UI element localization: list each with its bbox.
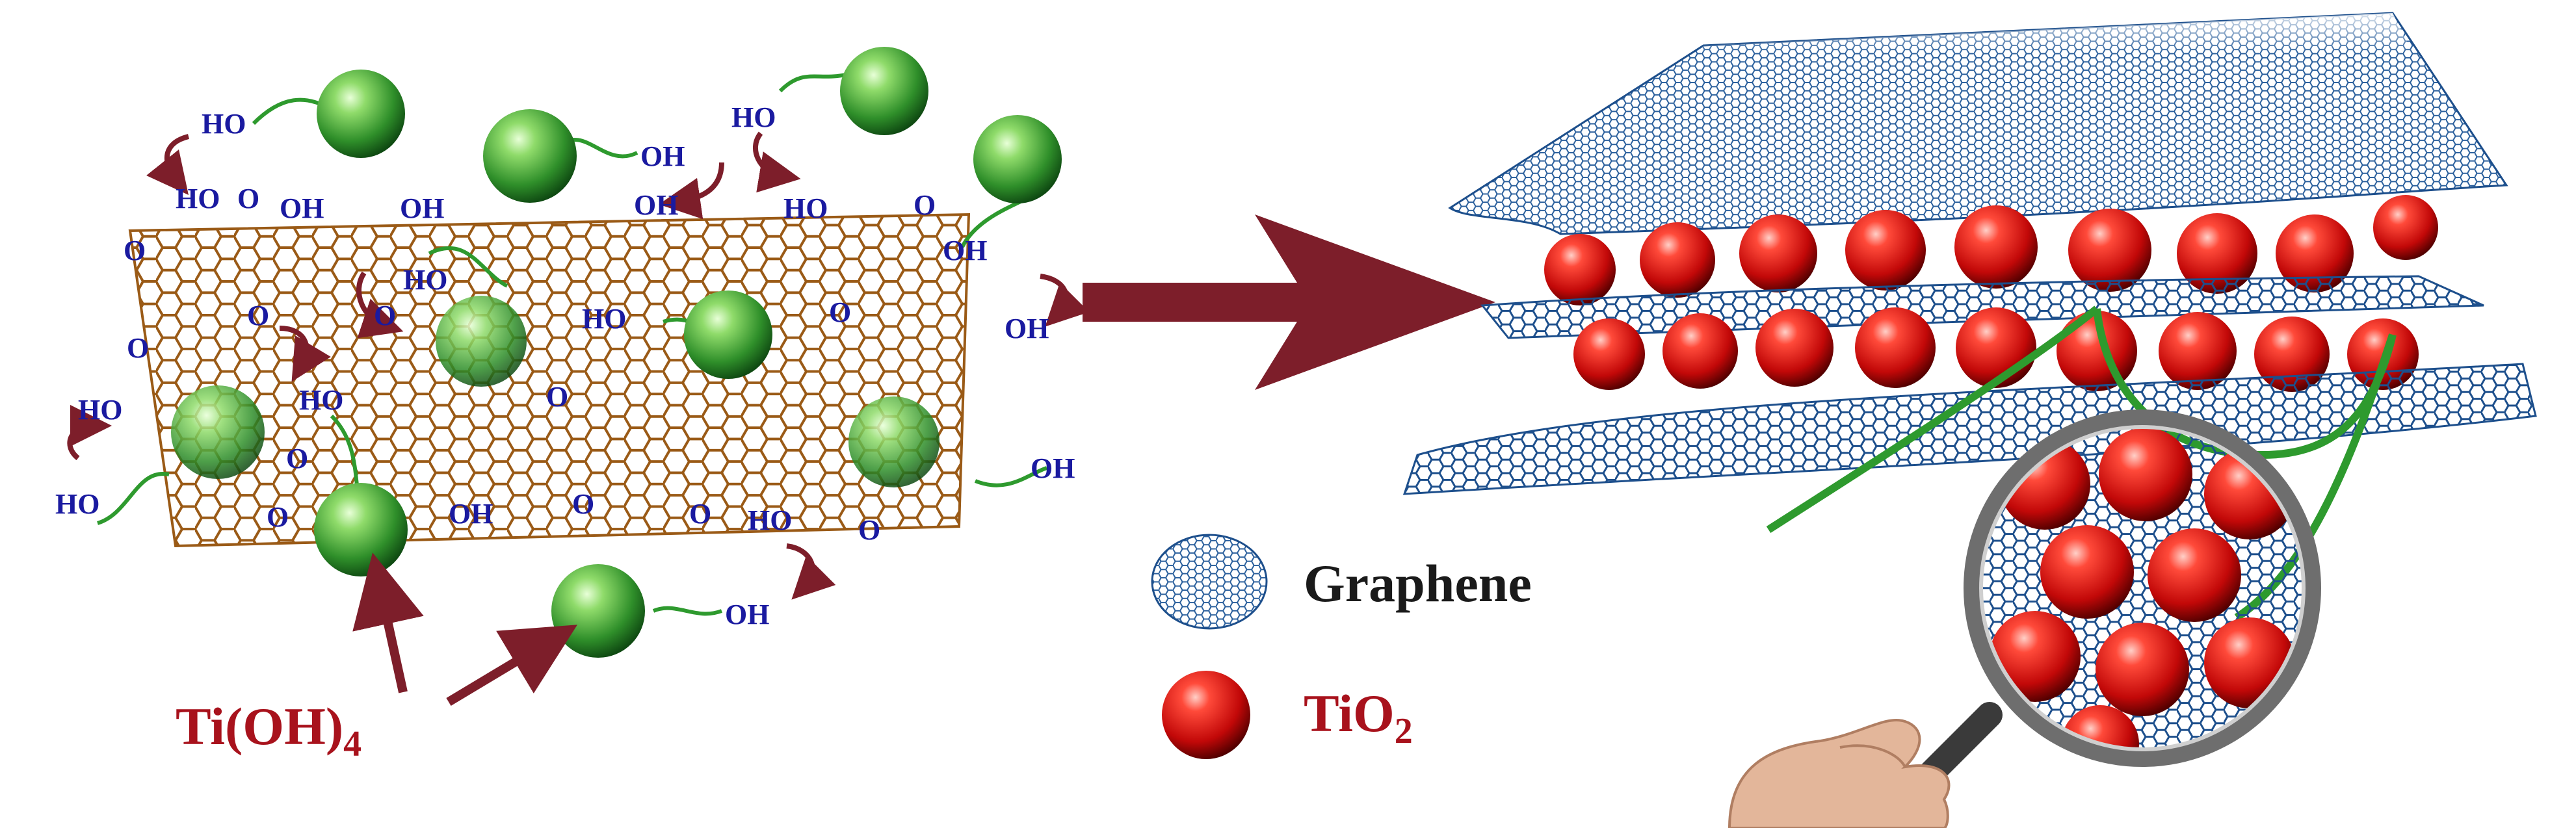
curved-arrow <box>752 131 801 193</box>
carbonyl-label: O <box>546 381 568 413</box>
functional-group-labels: HO OH HO HO O OH OH OH HO O OH O HO O O … <box>55 101 1075 630</box>
graphene-oxide-sheet <box>128 213 971 548</box>
hand-icon <box>1728 719 1951 828</box>
ti-oh4-sphere <box>483 109 577 203</box>
carbonyl-label: O <box>286 443 308 474</box>
tio2-sphere <box>2068 209 2151 292</box>
legend-graphene: Graphene <box>1151 534 1532 630</box>
hydroxyl-label: OH <box>634 189 678 221</box>
hydroxyl-label: OH <box>943 235 987 266</box>
hydroxyl-label: HO <box>582 303 626 335</box>
carboxyl-label: HO <box>783 192 828 224</box>
tio2-sphere <box>1845 210 1926 291</box>
tio2-sphere <box>1663 313 1738 389</box>
ti-oh4-sphere <box>848 396 940 487</box>
reaction-arrow <box>1083 214 1495 390</box>
carbonyl-label: O <box>237 183 259 214</box>
tio2-sphere <box>1755 309 1833 387</box>
curved-arrow <box>146 134 190 195</box>
ti-oh4-sphere <box>840 47 928 135</box>
tio2-sphere <box>1544 234 1616 305</box>
tio2-sphere <box>2276 214 2354 292</box>
curved-arrow <box>786 543 836 600</box>
graphene-sheet <box>1402 363 2537 495</box>
hydroxyl-label: HO <box>55 488 99 520</box>
hydroxyl-label: HO <box>731 101 776 133</box>
precursor-pointers <box>352 552 578 706</box>
tio2-sphere <box>2177 213 2257 294</box>
magnifier-icon <box>1912 409 2321 793</box>
carbonyl-label: O <box>374 300 396 331</box>
precursor-label: Ti(OH)4 <box>176 697 361 764</box>
tio2-sphere <box>1573 318 1645 390</box>
hydroxyl-label: HO <box>202 108 246 140</box>
hydroxyl-label: HO <box>78 394 122 426</box>
pointer-arrow <box>352 552 424 693</box>
hydroxyl-label: HO <box>299 384 343 416</box>
curved-arrow <box>1040 274 1090 327</box>
ti-oh4-sphere <box>684 291 772 379</box>
carboxyl-label: HO <box>748 504 792 536</box>
ti-oh4-sphere <box>314 483 408 576</box>
tio2-row-upper <box>1544 195 2438 305</box>
carbonyl-label: O <box>829 296 851 328</box>
curved-arrow <box>279 326 331 382</box>
carbonyl-label: O <box>572 488 594 520</box>
hydroxyl-label: OH <box>1005 313 1049 344</box>
tio2-sphere <box>2254 317 2330 392</box>
ti-oh4-sphere <box>973 115 1062 203</box>
carbonyl-label: O <box>689 498 711 530</box>
carbonyl-label: O <box>858 514 880 546</box>
carbonyl-label: O <box>124 235 146 266</box>
tio2-sphere <box>2373 195 2438 260</box>
carbonyl-label: O <box>127 332 149 364</box>
ti-oh4-spheres <box>171 47 1062 658</box>
hydroxyl-label: OH <box>449 498 493 530</box>
hydroxyl-label: HO <box>403 264 447 296</box>
legend: Graphene TiO2 <box>1151 534 1532 759</box>
hydroxyl-label: OH <box>725 599 769 630</box>
tio2-sphere <box>2159 312 2237 390</box>
carboxyl-label: HO <box>176 183 220 214</box>
curved-arrow <box>356 271 404 339</box>
hydroxyl-label: OH <box>1031 452 1075 484</box>
tio2-sphere <box>1956 307 2036 388</box>
curved-arrow <box>659 162 724 220</box>
ti-oh4-sphere <box>317 70 405 158</box>
carbonyl-label: O <box>247 300 269 331</box>
tio2-sphere <box>1954 205 2038 289</box>
carbonyl-label: O <box>913 189 936 221</box>
hydroxyl-label: OH <box>400 192 444 224</box>
hydroxyl-label: OH <box>640 140 685 172</box>
legend-graphene-label: Graphene <box>1304 554 1532 613</box>
ti-oh4-sphere <box>171 385 265 479</box>
graphene-tio2-stack <box>1402 12 2537 495</box>
tio2-sphere <box>1855 307 1936 388</box>
carbonyl-label: O <box>267 501 289 533</box>
curved-arrows <box>67 131 1090 600</box>
curved-arrow <box>67 405 112 461</box>
tio2-sphere <box>1640 222 1715 298</box>
tio2-sphere <box>1739 214 1817 292</box>
legend-tio2: TiO2 <box>1162 671 1413 759</box>
ti-oh4-sphere <box>551 564 645 658</box>
pointer-arrow <box>446 625 578 706</box>
ti-oh4-sphere <box>436 296 527 387</box>
hydroxyl-label: OH <box>280 192 324 224</box>
tio2-sphere <box>1162 671 1250 759</box>
legend-tio2-label: TiO2 <box>1304 684 1413 751</box>
